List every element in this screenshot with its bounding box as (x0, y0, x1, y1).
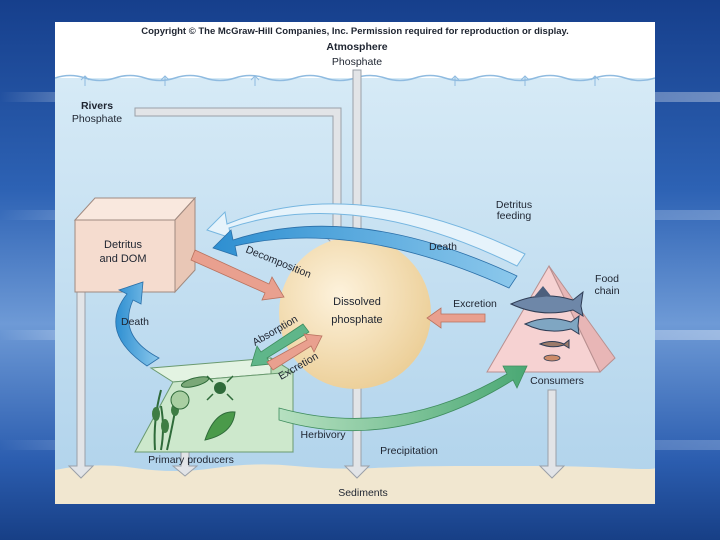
dissolved-phosphate-sphere (279, 237, 431, 389)
decomposition-arrow (190, 249, 285, 301)
herbivory-arrow (278, 365, 528, 432)
excretion-consumers-arrow (426, 307, 486, 329)
death-top-arrow (212, 225, 518, 289)
detritus-sediment-arrow (67, 289, 95, 479)
consumers-label: Consumers (530, 375, 584, 387)
excretion-consumers-label: Excretion (453, 298, 497, 310)
phosphorus-cycle-figure: Copyright © The McGraw-Hill Companies, I… (55, 22, 655, 504)
copyright-text: Copyright © The McGraw-Hill Companies, I… (141, 26, 569, 37)
dissolved-label-line1: Dissolved (333, 296, 381, 308)
herbivory-label: Herbivory (301, 429, 347, 441)
precipitation-label: Precipitation (380, 445, 438, 457)
death-top-label: Death (429, 241, 457, 253)
death-left-label: Death (121, 316, 149, 328)
detritus-label-line2: and DOM (99, 253, 146, 265)
rivers-phosphate-label: Phosphate (72, 113, 122, 125)
producer-organisms-icon (152, 375, 236, 451)
dissolved-label-line2: phosphate (331, 314, 382, 326)
rivers-label: Rivers (81, 100, 113, 112)
detritus-label-line1: Detritus (104, 239, 142, 251)
consumers-sediment-arrow (538, 389, 566, 479)
detritus-feeding-label-line2: feeding (497, 210, 532, 222)
food-chain-label-line2: chain (594, 285, 619, 297)
cycle-diagram: Copyright © The McGraw-Hill Companies, I… (55, 26, 655, 504)
detritus-box (73, 196, 197, 294)
sediment-layer (55, 464, 655, 504)
detritus-feeding-arrow (206, 203, 526, 267)
producers-sediment-arrow (171, 451, 199, 477)
primary-producers-box (134, 357, 295, 453)
food-chain-label-line1: Food (595, 273, 619, 285)
surface-exchange-marks (80, 75, 600, 86)
atmosphere-phosphate-label: Phosphate (332, 56, 382, 68)
death-left-arrow (115, 281, 160, 367)
primary-producers-label: Primary producers (148, 454, 234, 466)
sediments-label: Sediments (338, 487, 388, 499)
consumer-fish-icon (509, 286, 584, 362)
absorption-arrow (250, 323, 310, 367)
detritus-feeding-label-line1: Detritus (496, 199, 532, 211)
excretion-producers-arrow (266, 333, 323, 371)
atmosphere-label: Atmosphere (326, 41, 387, 53)
